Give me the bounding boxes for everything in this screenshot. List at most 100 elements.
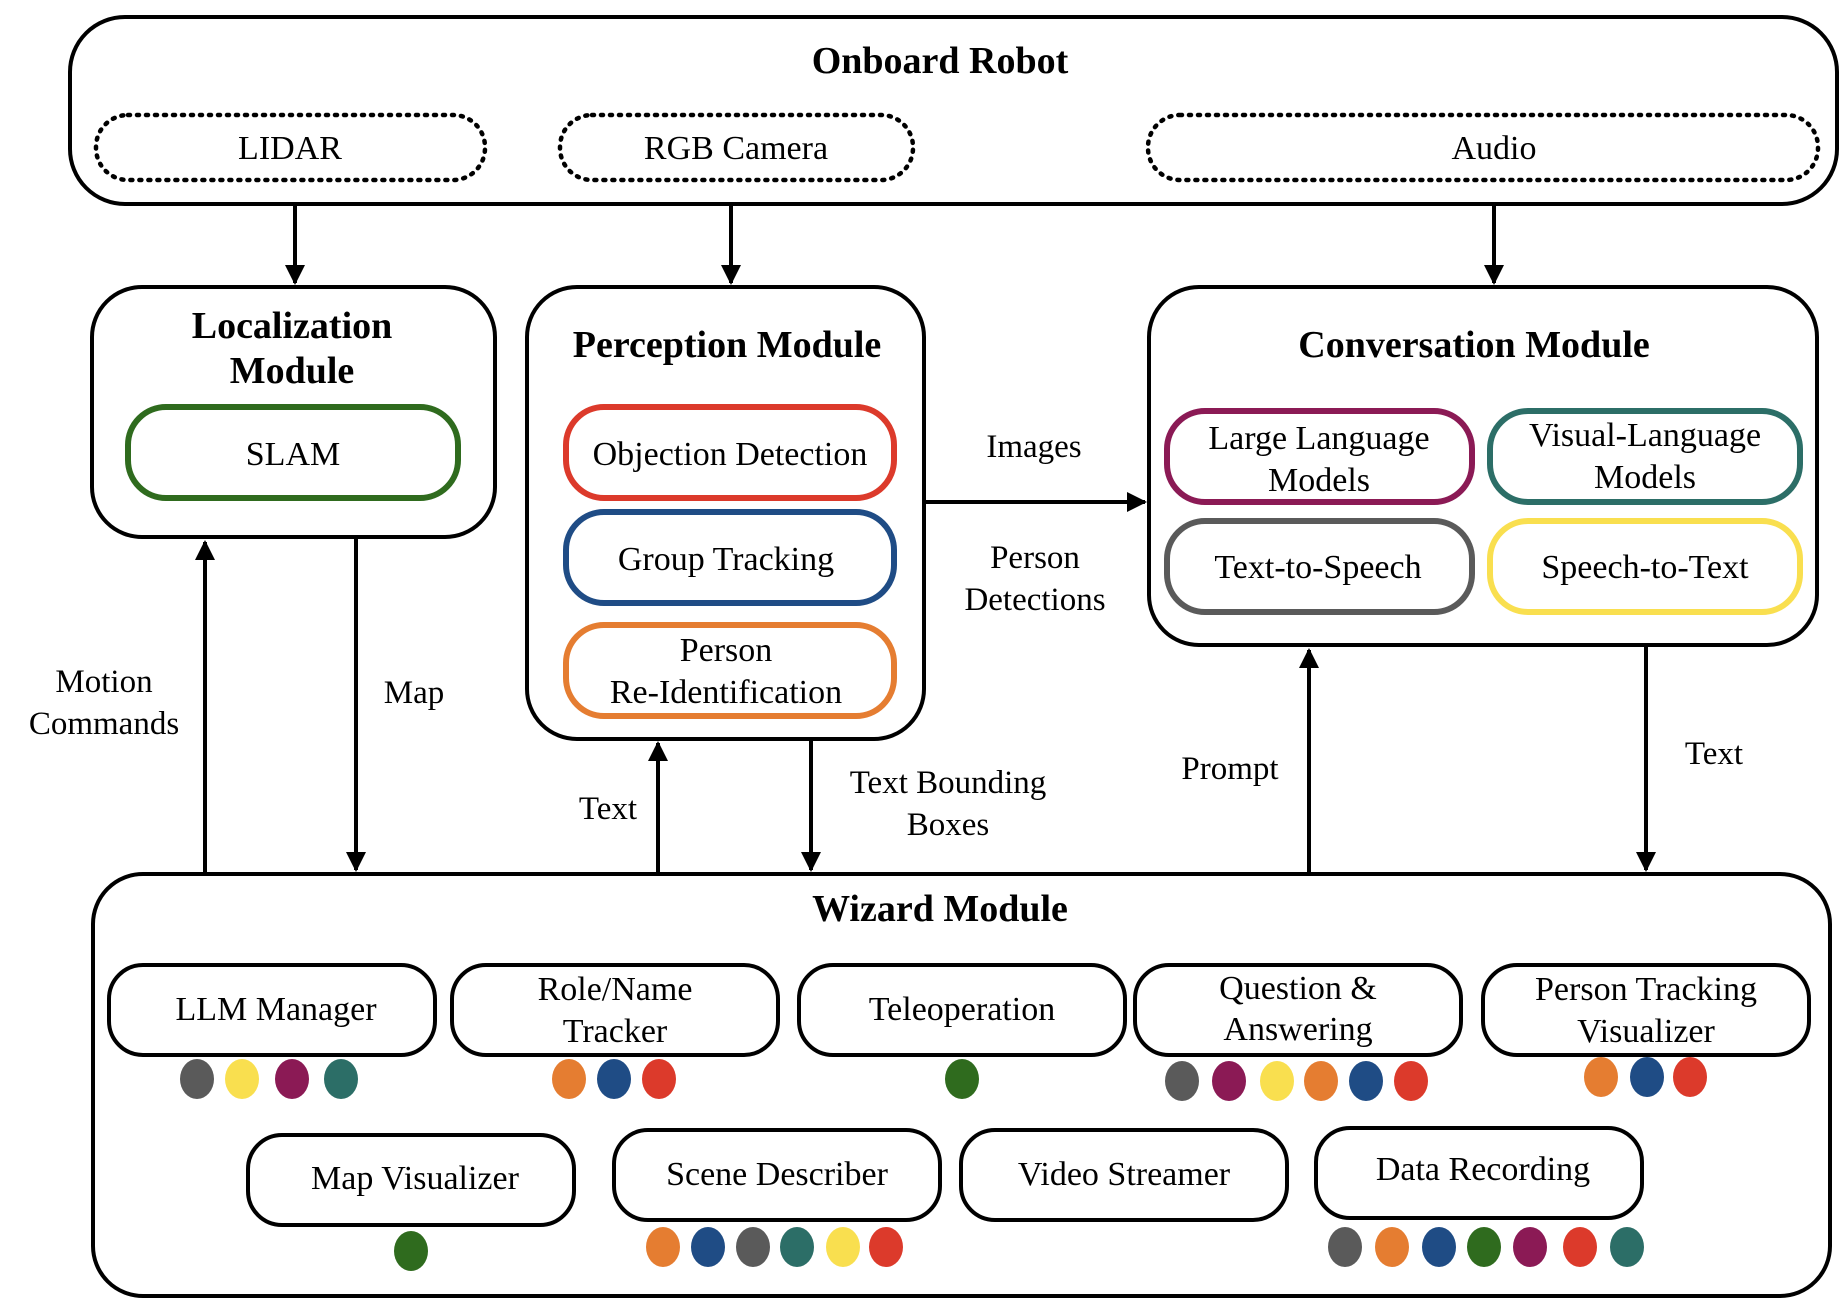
gray-dot bbox=[180, 1059, 214, 1099]
motion-commands-label-line1: Motion bbox=[55, 664, 152, 700]
slam-node: SLAM bbox=[125, 404, 461, 501]
dots-role-name-tracker bbox=[552, 1059, 676, 1099]
teal-dot bbox=[780, 1227, 814, 1267]
group-tracking-label: Group Tracking bbox=[618, 541, 834, 578]
orange-dot bbox=[552, 1059, 586, 1099]
motion-commands-label-line2: Commands bbox=[29, 706, 179, 742]
dots-person-tracking-visualizer bbox=[1584, 1057, 1707, 1097]
perception-title: Perception Module bbox=[573, 324, 882, 366]
map-visualizer-label: Map Visualizer bbox=[311, 1160, 520, 1197]
person-tracking-visualizer-label-line2: Visualizer bbox=[1577, 1013, 1715, 1050]
localization-module-box: Localization Module SLAM bbox=[90, 285, 497, 539]
lidar-sensor: LIDAR bbox=[93, 112, 488, 183]
vlm-node: Visual-Language Models bbox=[1487, 408, 1803, 505]
localization-title-line1: Localization bbox=[192, 305, 393, 347]
audio-sensor: Audio bbox=[1145, 112, 1821, 183]
onboard-robot-box: Onboard Robot LIDAR RGB Camera Audio bbox=[68, 15, 1839, 206]
red-dot bbox=[1673, 1057, 1707, 1097]
orange-dot bbox=[1375, 1227, 1409, 1267]
dots-question-answering bbox=[1165, 1061, 1428, 1101]
text-up-label: Text bbox=[579, 791, 637, 827]
red-dot bbox=[1563, 1227, 1597, 1267]
scene-describer-label: Scene Describer bbox=[666, 1156, 889, 1193]
teleoperation-label: Teleoperation bbox=[869, 991, 1055, 1028]
llm-label-line1: Large Language bbox=[1208, 420, 1429, 457]
purple-dot bbox=[1212, 1061, 1246, 1101]
vlm-label-line1: Visual-Language bbox=[1529, 417, 1761, 454]
onboard-robot-title: Onboard Robot bbox=[812, 40, 1069, 82]
lidar-label: LIDAR bbox=[238, 130, 342, 167]
text-bounding-boxes-label-line2: Boxes bbox=[907, 807, 990, 843]
video-streamer-label: Video Streamer bbox=[1018, 1156, 1231, 1193]
video-streamer-node: Video Streamer bbox=[959, 1128, 1289, 1222]
data-recording-label: Data Recording bbox=[1376, 1151, 1590, 1188]
teal-dot bbox=[1610, 1227, 1644, 1267]
rgb-camera-sensor: RGB Camera bbox=[557, 112, 916, 183]
person-detections-label-line2: Detections bbox=[964, 582, 1105, 618]
question-answering-label-line1: Question & bbox=[1219, 970, 1377, 1007]
text-bounding-boxes-label-line1: Text Bounding bbox=[850, 765, 1047, 801]
dots-llm-manager bbox=[180, 1059, 358, 1099]
green-dot bbox=[1467, 1227, 1501, 1267]
stt-label: Speech-to-Text bbox=[1541, 549, 1749, 586]
blue-dot bbox=[1349, 1061, 1383, 1101]
question-answering-node: Question & Answering bbox=[1133, 963, 1463, 1057]
rgb-camera-label: RGB Camera bbox=[644, 130, 828, 167]
conversation-title: Conversation Module bbox=[1298, 324, 1650, 366]
person-reid-label-line2: Re-Identification bbox=[610, 674, 842, 711]
text-down-label: Text bbox=[1685, 736, 1743, 772]
person-detections-label-line1: Person bbox=[990, 540, 1080, 576]
group-tracking-node: Group Tracking bbox=[563, 509, 897, 606]
purple-dot bbox=[275, 1059, 309, 1099]
orange-dot bbox=[1304, 1061, 1338, 1101]
llm-label-line2: Models bbox=[1268, 462, 1370, 499]
orange-dot bbox=[646, 1227, 680, 1267]
llm-manager-label: LLM Manager bbox=[175, 991, 377, 1028]
blue-dot bbox=[597, 1059, 631, 1099]
person-reid-node: Person Re-Identification bbox=[563, 622, 897, 719]
role-name-tracker-node: Role/Name Tracker bbox=[450, 963, 780, 1057]
role-name-tracker-label-line2: Tracker bbox=[563, 1013, 668, 1050]
green-dot bbox=[394, 1231, 428, 1271]
teal-dot bbox=[324, 1059, 358, 1099]
scene-describer-node: Scene Describer bbox=[612, 1128, 942, 1222]
stt-node: Speech-to-Text bbox=[1487, 518, 1803, 615]
llm-node: Large Language Models bbox=[1164, 408, 1475, 505]
person-tracking-visualizer-label-line1: Person Tracking bbox=[1535, 971, 1757, 1008]
person-tracking-visualizer-node: Person Tracking Visualizer bbox=[1481, 963, 1811, 1057]
yellow-dot bbox=[826, 1227, 860, 1267]
dots-data-recording bbox=[1328, 1227, 1644, 1267]
perception-module-box: Perception Module Objection Detection Gr… bbox=[525, 285, 926, 741]
images-label: Images bbox=[986, 429, 1081, 465]
map-visualizer-node: Map Visualizer bbox=[246, 1133, 576, 1227]
person-reid-label-line1: Person bbox=[680, 632, 773, 669]
blue-dot bbox=[1422, 1227, 1456, 1267]
red-dot bbox=[642, 1059, 676, 1099]
dots-map-visualizer bbox=[394, 1231, 428, 1271]
teleoperation-node: Teleoperation bbox=[797, 963, 1127, 1057]
gray-dot bbox=[736, 1227, 770, 1267]
question-answering-label-line2: Answering bbox=[1223, 1011, 1372, 1048]
object-detection-node: Objection Detection bbox=[563, 404, 897, 501]
tts-label: Text-to-Speech bbox=[1214, 549, 1421, 586]
blue-dot bbox=[691, 1227, 725, 1267]
dots-teleoperation bbox=[945, 1059, 979, 1099]
blue-dot bbox=[1630, 1057, 1664, 1097]
red-dot bbox=[869, 1227, 903, 1267]
yellow-dot bbox=[225, 1059, 259, 1099]
orange-dot bbox=[1584, 1057, 1618, 1097]
tts-node: Text-to-Speech bbox=[1164, 518, 1475, 615]
red-dot bbox=[1394, 1061, 1428, 1101]
yellow-dot bbox=[1260, 1061, 1294, 1101]
role-name-tracker-label-line1: Role/Name bbox=[538, 971, 693, 1008]
gray-dot bbox=[1165, 1061, 1199, 1101]
localization-title-line2: Module bbox=[230, 350, 355, 392]
slam-label: SLAM bbox=[246, 436, 340, 473]
green-dot bbox=[945, 1059, 979, 1099]
llm-manager-node: LLM Manager bbox=[107, 963, 437, 1057]
gray-dot bbox=[1328, 1227, 1362, 1267]
data-recording-node: Data Recording bbox=[1314, 1126, 1644, 1220]
wizard-title: Wizard Module bbox=[812, 888, 1068, 930]
map-label: Map bbox=[384, 675, 445, 711]
